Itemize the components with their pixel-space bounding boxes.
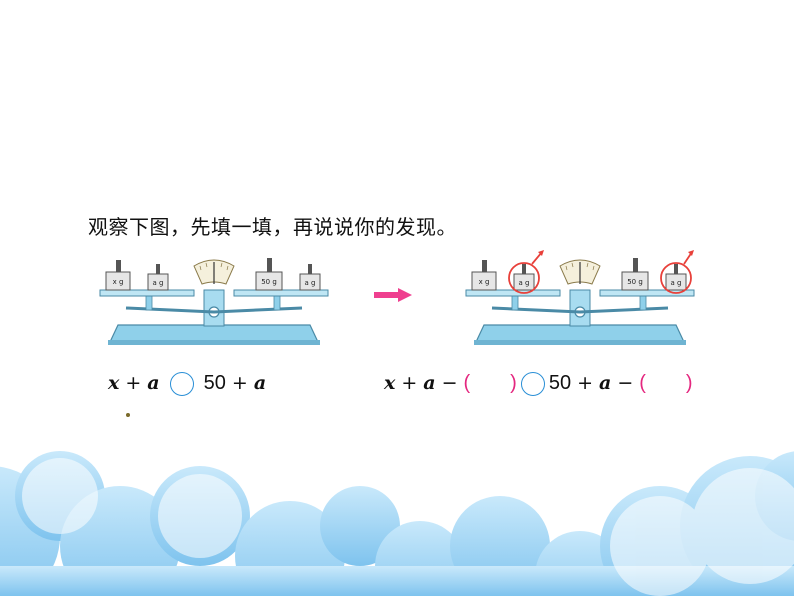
equation-right: x+a−()50+a−() bbox=[384, 369, 693, 397]
equation-left: x+a 50+a bbox=[108, 369, 266, 397]
weight-x-label: x g bbox=[479, 278, 490, 286]
var-a: a bbox=[423, 372, 436, 394]
arrow-right-icon bbox=[374, 288, 412, 302]
number-50: 50 bbox=[203, 372, 226, 394]
open-paren: ( bbox=[639, 372, 646, 394]
weight-50: 50 g bbox=[255, 258, 283, 291]
removal-arrow-icon bbox=[538, 250, 544, 256]
removal-arrow-icon bbox=[688, 250, 694, 256]
weight-a: a g bbox=[299, 264, 321, 291]
clouds-decoration bbox=[0, 451, 794, 596]
var-x: x bbox=[108, 372, 120, 394]
instruction-text: 观察下图，先填一填，再说说你的发现。 bbox=[88, 215, 457, 239]
weight-x-label: x g bbox=[113, 278, 124, 286]
weight-50-label: 50 g bbox=[261, 278, 277, 286]
weight-50: 50 g bbox=[621, 258, 649, 291]
minus-sign: − bbox=[617, 372, 634, 394]
var-a: a bbox=[253, 372, 267, 394]
balance-scale-left: x g a g 50 g a g bbox=[99, 258, 329, 345]
weight-50-label: 50 g bbox=[627, 278, 643, 286]
plus-sign: + bbox=[401, 372, 418, 394]
plus-sign: + bbox=[577, 372, 593, 394]
weight-x: x g bbox=[105, 260, 131, 291]
minus-sign: − bbox=[441, 372, 458, 394]
var-a: a bbox=[147, 372, 160, 394]
weight-a-label: a g bbox=[671, 279, 682, 287]
weight-a-label: a g bbox=[153, 279, 164, 287]
highlight-circle bbox=[508, 262, 540, 294]
close-paren: ) bbox=[685, 372, 693, 394]
compare-blank-circle[interactable] bbox=[520, 371, 545, 396]
weight-a-label: a g bbox=[305, 279, 316, 287]
open-paren: ( bbox=[463, 372, 471, 394]
close-paren: ) bbox=[510, 372, 517, 394]
weight-a: a g bbox=[147, 264, 169, 291]
weight-a-removed: a g bbox=[508, 250, 544, 294]
var-x: x bbox=[384, 372, 396, 394]
weight-a-removed: a g bbox=[660, 250, 694, 294]
compare-blank-circle[interactable] bbox=[169, 371, 194, 396]
plus-sign: + bbox=[125, 372, 142, 394]
decorative-dot bbox=[126, 413, 130, 417]
highlight-circle bbox=[660, 262, 692, 294]
balance-scale-right: x g a g 50 g a g bbox=[465, 250, 695, 345]
plus-sign: + bbox=[231, 372, 248, 394]
weight-x: x g bbox=[471, 260, 497, 291]
weight-a-label: a g bbox=[519, 279, 530, 287]
var-a: a bbox=[599, 372, 612, 394]
number-50: 50 bbox=[548, 372, 572, 394]
